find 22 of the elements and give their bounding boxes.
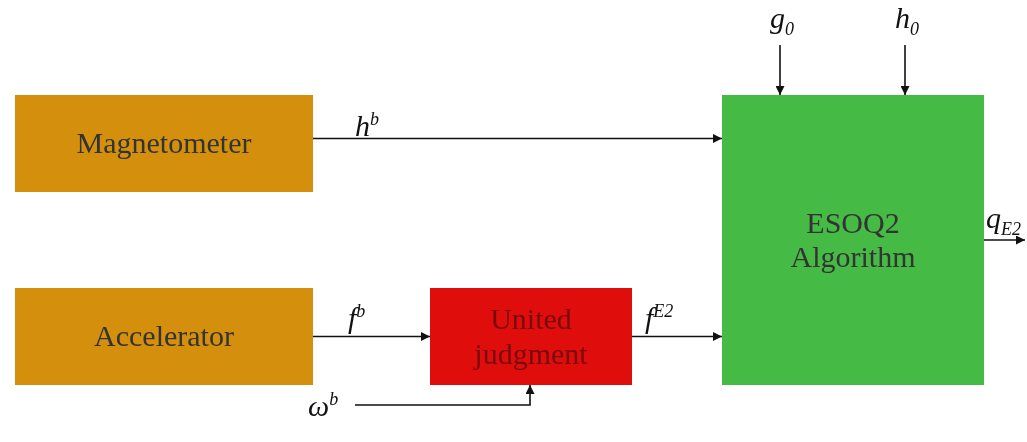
edge-label: h$_{0}$: [895, 3, 919, 38]
arrow: [775, 44, 785, 96]
arrow: [900, 44, 910, 96]
box-label: ESOQ2 Algorithm: [789, 205, 917, 275]
box-label: Magnetometer: [76, 126, 252, 161]
arrow: [312, 332, 431, 341]
edge-label: g$_{0}$: [770, 3, 794, 38]
arrow: [631, 332, 723, 341]
box-label: Accelerator: [94, 319, 234, 354]
edge-label: ω$^{b}$: [308, 390, 339, 421]
edge-label: f$^{b}$: [348, 302, 366, 333]
process-box: [430, 288, 632, 385]
process-box: [15, 95, 313, 192]
edge-label: h$^{b}$: [355, 110, 379, 141]
edge-label: q$_{E2}$: [986, 203, 1021, 238]
arrow: [983, 235, 1026, 245]
box-label: United judgment: [472, 302, 589, 371]
arrow: [354, 384, 535, 406]
edge-label: f$^{E2}$: [645, 302, 674, 333]
arrow: [312, 134, 723, 143]
process-box: [722, 95, 984, 385]
process-box: [15, 288, 313, 385]
